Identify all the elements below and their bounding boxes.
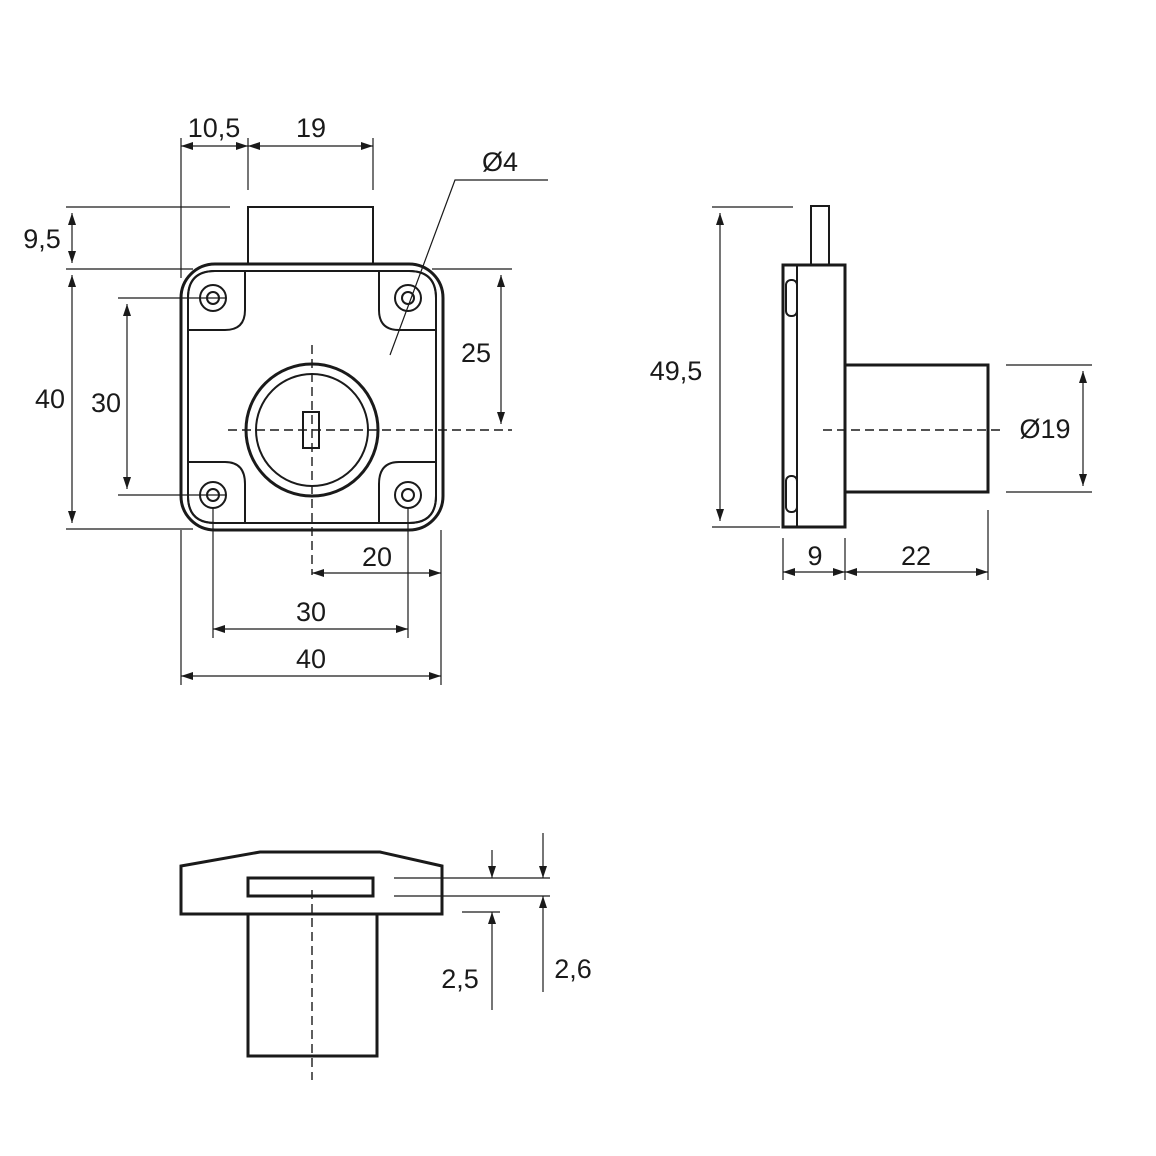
- corner-pocket-bl: [187, 461, 246, 524]
- dim-bolt-width: 19: [296, 113, 326, 143]
- dim-side-height: 49,5: [650, 356, 703, 386]
- corner-pocket-br: [378, 461, 437, 524]
- corner-pocket-tl: [187, 270, 246, 331]
- corner-pocket-tr: [378, 270, 437, 331]
- side-plate: [781, 263, 847, 529]
- dim-bolt-height: 9,5: [23, 224, 61, 254]
- front-view: 10,5 19 Ø4 9,5 40 30 25 20 30 40: [23, 113, 548, 685]
- dim-slot-width-b: 2,6: [554, 954, 592, 984]
- dim-center-to-edge: 20: [362, 542, 392, 572]
- dim-slot-width-a: 2,5: [441, 964, 479, 994]
- dim-offset-top-left: 10,5: [188, 113, 241, 143]
- screw-hole-tr: [394, 284, 422, 312]
- dim-cylinder-length: 22: [901, 541, 931, 571]
- dim-hole-spacing-horizontal: 30: [296, 597, 326, 627]
- dim-width-total: 40: [296, 644, 326, 674]
- side-screw-top: [785, 279, 798, 317]
- side-cylinder: [843, 363, 990, 494]
- dim-bolt-travel: 25: [461, 338, 491, 368]
- bolt-top: [247, 206, 374, 270]
- side-screw-bottom: [785, 475, 798, 513]
- dim-cylinder-diameter: Ø19: [1019, 414, 1070, 444]
- side-bolt: [810, 205, 830, 267]
- dim-hole-diameter: Ø4: [482, 147, 518, 177]
- dim-height-total: 40: [35, 384, 65, 414]
- dim-plate-thickness: 9: [807, 541, 822, 571]
- bottom-bolt-slot: [246, 876, 375, 898]
- bottom-view: 2,5 2,6: [179, 833, 592, 1080]
- side-view: 49,5 Ø19 9 22: [650, 205, 1092, 580]
- dim-hole-spacing-vertical: 30: [91, 388, 121, 418]
